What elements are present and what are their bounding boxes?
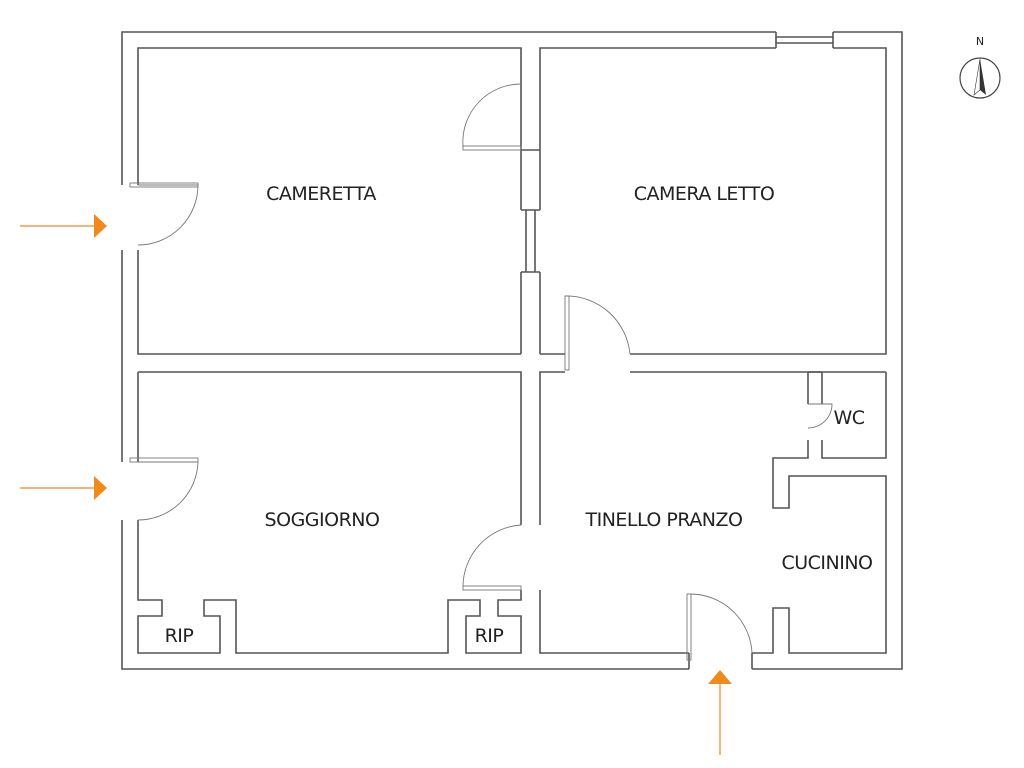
wc-wall (807, 371, 823, 404)
kitchen-walls (752, 372, 887, 654)
entry-jambs (688, 653, 753, 669)
door-camera-leaf (462, 145, 522, 151)
west-upper-arrow-icon (94, 214, 107, 238)
doors (129, 83, 833, 661)
north-window (775, 32, 834, 48)
door-tinello-leaf (462, 585, 522, 591)
label-cameretta: CAMERETTA (266, 183, 376, 205)
label-rip-left: RIP (165, 625, 194, 647)
compass-north-label: N (976, 35, 984, 48)
walls (121, 31, 903, 670)
door-corridor-leaf (564, 295, 570, 371)
door-camera-arc (462, 83, 522, 147)
door-entry-arc (689, 593, 753, 654)
compass-needle-shade (973, 58, 981, 96)
door-entry-leaf (686, 593, 692, 661)
door-soggiorno-leaf (129, 457, 199, 463)
label-rip-right: RIP (475, 625, 504, 647)
interior-window (521, 209, 540, 273)
label-cucinino: CUCININO (781, 552, 872, 574)
west-and-south-walls (137, 250, 689, 654)
outer-wall-inner-top (137, 47, 887, 355)
door-cameretta-leaf (129, 182, 199, 188)
label-tinello-pranzo: TINELLO PRANZO (585, 509, 743, 531)
compass: N (959, 35, 1001, 99)
door-wc (807, 403, 833, 429)
door-tinello-arc (462, 524, 522, 587)
entrance-arrows (20, 214, 732, 755)
compass-ring-icon (959, 57, 1001, 99)
label-wc: WC (833, 407, 864, 429)
door-corridor-arc (564, 295, 631, 355)
south-arrow-icon (708, 670, 732, 684)
middle-walls (138, 353, 565, 525)
label-camera-letto: CAMERA LETTO (634, 183, 775, 205)
door-soggiorno (137, 461, 199, 521)
west-lower-arrow-icon (94, 476, 107, 500)
door-cameretta (137, 184, 199, 246)
partition-walls (520, 84, 541, 354)
label-soggiorno: SOGGIORNO (265, 509, 380, 531)
outer-wall-outer (121, 31, 903, 670)
